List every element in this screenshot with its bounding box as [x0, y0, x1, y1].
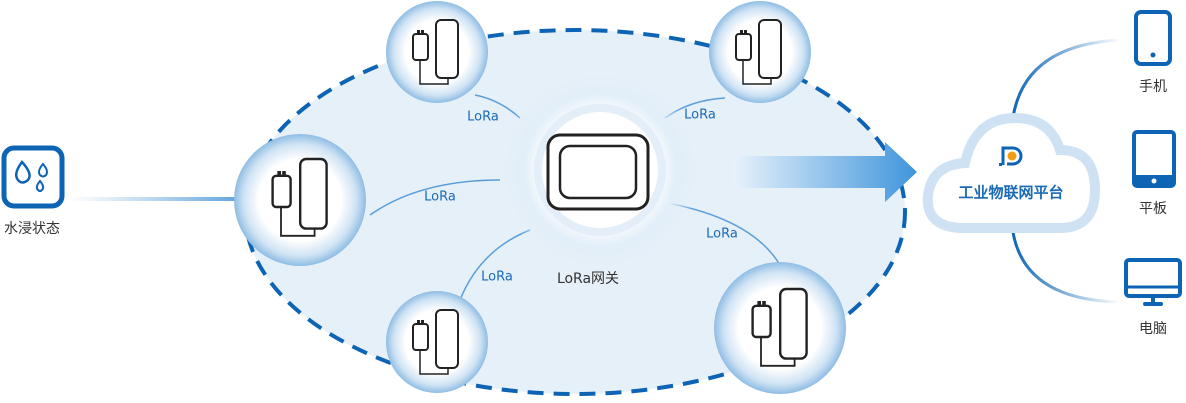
tablet-icon	[1132, 130, 1176, 188]
lora-link-label: LoRa	[467, 109, 499, 125]
source-label: 水浸状态	[4, 221, 60, 237]
gateway-label: LoRa网关	[556, 271, 620, 287]
sensor-node-left	[234, 134, 366, 266]
device-label-phone: 手机	[1139, 79, 1167, 95]
lora-link-label: LoRa	[481, 269, 513, 285]
gateway-icon	[546, 133, 650, 211]
device-label-monitor: 电脑	[1139, 321, 1167, 337]
monitor-icon	[1124, 258, 1182, 306]
sensor-node-top-left	[386, 1, 488, 103]
sensor-node-bottom-left	[386, 291, 488, 393]
lora-link-label: LoRa	[684, 107, 716, 123]
phone-icon	[1134, 10, 1172, 66]
data-flow-arrow	[733, 142, 917, 202]
source-connector	[70, 197, 240, 201]
platform-to-monitor-connector	[1010, 224, 1121, 304]
device-label-tablet: 平板	[1139, 201, 1167, 217]
sensor-node-top-right	[709, 1, 811, 103]
lora-link-label: LoRa	[706, 226, 738, 242]
platform-label: 工业物联网平台	[958, 183, 1064, 202]
water-drops-icon	[1, 145, 65, 209]
cloud-shape	[922, 112, 1101, 233]
sensor-node-bottom-right	[714, 262, 846, 394]
lora-link-label: LoRa	[424, 189, 456, 205]
platform-to-phone-connector	[1010, 38, 1121, 126]
platform-logo-icon	[999, 146, 1023, 166]
